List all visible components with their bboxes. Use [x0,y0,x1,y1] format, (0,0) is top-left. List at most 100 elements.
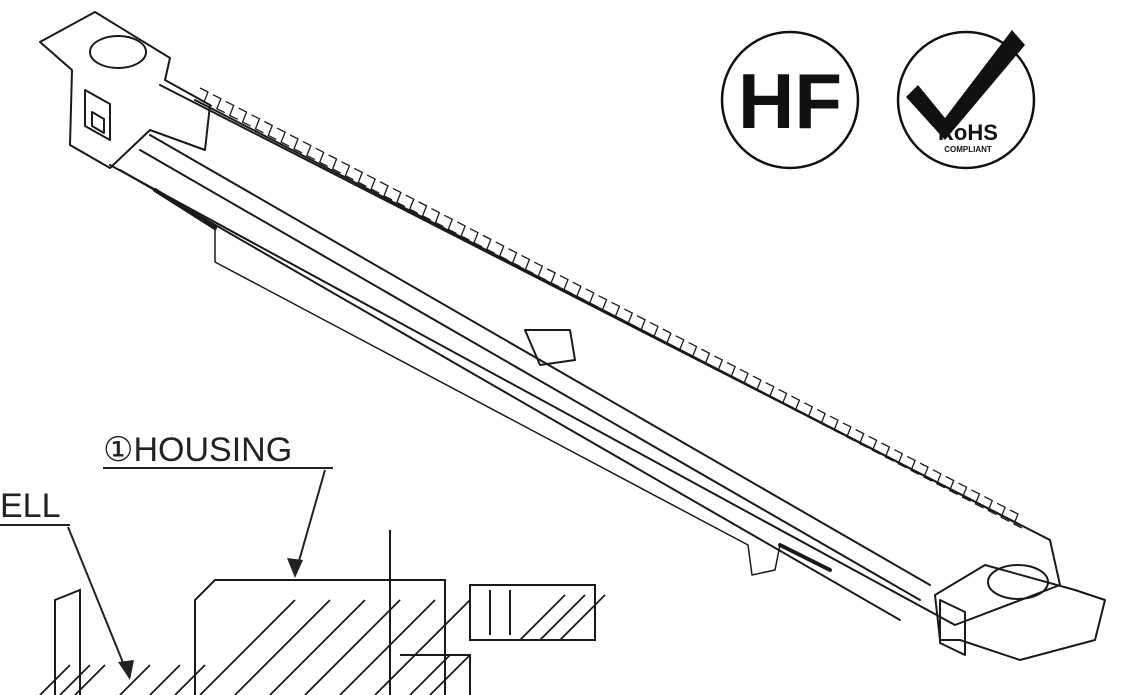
contact-pin [945,475,959,496]
contact-pin [508,248,521,268]
housing-leader-line [294,469,326,576]
contact-pin [443,214,457,234]
contact-pin [456,221,470,241]
contact-pin [521,254,534,275]
hatch-line [199,599,296,695]
center-key [524,329,576,366]
hatch-line [539,594,586,641]
contact-pin [739,368,753,388]
contact-pin [816,408,830,429]
contact-pin [559,274,573,295]
contact-pin [251,114,264,134]
shell-arrow-icon [118,660,134,680]
contact-pin [328,154,341,174]
contact-pin [906,455,920,475]
hatch-line [409,654,451,695]
hatch-line [39,664,71,695]
contact-pin [675,335,689,355]
contact-pin [803,402,817,422]
contact-pin [212,94,226,114]
contact-pin [469,228,483,248]
hatch-line [74,664,106,695]
contact-pin [983,496,997,516]
housing-arrow-icon [287,558,303,578]
shell-section-outline [54,588,81,695]
contact-pin [533,261,547,281]
left-end-block [39,11,211,169]
hatch-line [304,599,401,695]
contact-pin [752,375,766,395]
hatch-line [374,599,471,695]
connector-body [39,11,1106,661]
contact-pin [598,295,611,315]
contact-pin [688,341,701,362]
contact-pin [855,429,869,449]
contact-pin [726,362,740,382]
contact-pin [971,489,984,509]
contact-pin [482,234,496,254]
shell-label: ELL [0,487,61,525]
checkmark-icon [906,30,1025,140]
contact-pin [842,422,856,442]
contact-pins [199,87,1023,529]
contact-pin [868,435,881,455]
contact-pin [302,141,316,161]
section-hatching [39,594,606,695]
hatch-line [429,654,471,695]
contact-pin [765,382,779,402]
contact-pin [636,315,650,335]
contact-pin [585,288,599,308]
cross-section [54,530,596,695]
hatch-line [519,594,566,641]
card-contact-right [778,543,832,572]
contact-pin [881,442,894,462]
contact-pin [701,348,714,368]
right-mount-hole [987,564,1049,600]
contact-pin [1009,509,1023,529]
contact-pin [932,469,946,489]
contact-pin [225,100,239,120]
contact-pin [315,147,329,167]
contact-pin [572,281,586,301]
contact-pin [662,328,676,348]
left-latch-window [91,111,105,134]
card-edge-outline [214,227,781,576]
contact-pin [431,207,444,228]
rohs-compliant-icon: RoHS COMPLIANT [896,30,1036,170]
contact-pin [366,174,380,194]
hf-badge-text: HF [738,57,842,145]
contact-pin [829,415,843,435]
right-end-block [934,564,1106,661]
contact-pin [546,268,560,288]
contact-pin [893,449,907,469]
contact-pin [379,181,393,201]
housing-label: ①HOUSING [103,431,292,469]
contact-pin [713,355,727,375]
contact-pin [263,120,277,141]
contact-pin [199,87,213,107]
contact-pin [341,161,354,181]
hatch-line [339,599,436,695]
card-contact-left [153,188,217,230]
contact-pin [649,321,663,342]
housing-section-outline [194,579,446,695]
body-bottom-edge [119,169,901,621]
rohs-badge-subtext: COMPLIANT [944,145,992,154]
slot-edge-lower [139,149,921,601]
hatch-line [59,664,91,695]
hatch-line [234,599,331,695]
contact-pin [495,241,509,261]
halogen-free-icon: HF [720,30,860,170]
contact-pin [996,502,1010,522]
contact-pin [289,134,303,154]
hatch-line [269,599,366,695]
contact-pin [418,201,431,221]
contact-pin [353,167,367,187]
contact-pin [611,301,624,321]
contact-pin [392,187,406,208]
contact-pin [623,308,637,328]
slot-edge-upper [149,134,931,586]
left-mount-hole [89,35,147,69]
